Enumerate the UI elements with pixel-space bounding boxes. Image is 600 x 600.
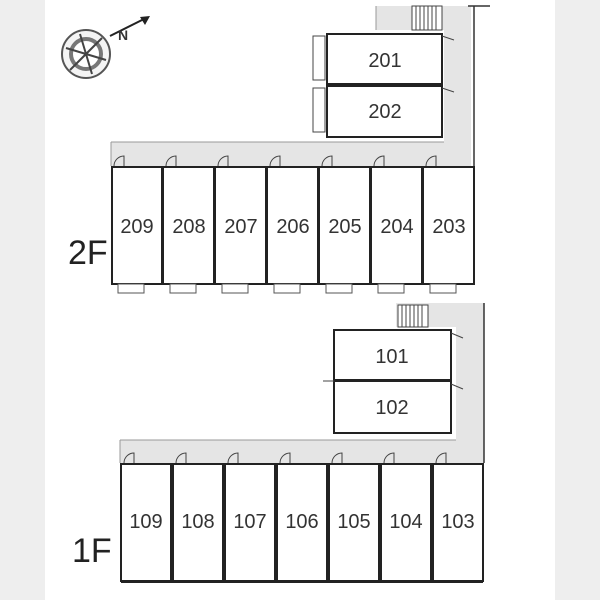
- unit-105: 105: [328, 463, 380, 582]
- unit-label: 109: [129, 511, 162, 533]
- unit-209: 209: [111, 166, 163, 294]
- unit-label: 106: [285, 511, 318, 533]
- unit-204: 204: [370, 166, 423, 294]
- unit-108: 108: [172, 463, 224, 582]
- unit-label: 108: [181, 511, 214, 533]
- unit-102: 102: [323, 380, 464, 434]
- unit-106: 106: [276, 463, 328, 582]
- unit-205: 205: [318, 166, 371, 294]
- unit-103: 103: [432, 463, 484, 582]
- unit-208: 208: [162, 166, 215, 294]
- unit-207: 207: [214, 166, 267, 294]
- stairs-2f: [411, 5, 443, 31]
- unit-label: 201: [368, 50, 401, 72]
- compass-rose-icon: N: [61, 16, 150, 79]
- left-margin-band: [0, 0, 45, 600]
- floor-label-1f: 1F: [72, 532, 112, 570]
- floor-label-2f: 2F: [68, 234, 108, 272]
- unit-label: 206: [276, 216, 309, 238]
- unit-101: 101: [333, 329, 464, 381]
- unit-104: 104: [380, 463, 432, 582]
- unit-206: 206: [266, 166, 319, 294]
- unit-label: 103: [441, 511, 474, 533]
- unit-label: 101: [375, 346, 408, 368]
- unit-109: 109: [120, 463, 172, 582]
- door-marks-2f: [113, 155, 437, 167]
- right-margin-band: [555, 0, 600, 600]
- unit-label: 207: [224, 216, 257, 238]
- corridor-1f: [119, 303, 485, 463]
- door-marks-1f: [123, 452, 447, 464]
- stairs-1f: [397, 304, 429, 328]
- compass-north-label: N: [118, 27, 128, 43]
- unit-label: 209: [120, 216, 153, 238]
- unit-label: 208: [172, 216, 205, 238]
- unit-label: 105: [337, 511, 370, 533]
- unit-label: 203: [432, 216, 465, 238]
- corridor-2f: [110, 5, 490, 166]
- unit-201: 201: [312, 33, 455, 85]
- unit-107: 107: [224, 463, 276, 582]
- unit-label: 102: [375, 397, 408, 419]
- unit-label: 107: [233, 511, 266, 533]
- unit-label: 202: [368, 101, 401, 123]
- unit-label: 205: [328, 216, 361, 238]
- unit-202: 202: [312, 85, 455, 138]
- unit-203: 203: [422, 166, 475, 294]
- unit-label: 104: [389, 511, 422, 533]
- unit-label: 204: [380, 216, 413, 238]
